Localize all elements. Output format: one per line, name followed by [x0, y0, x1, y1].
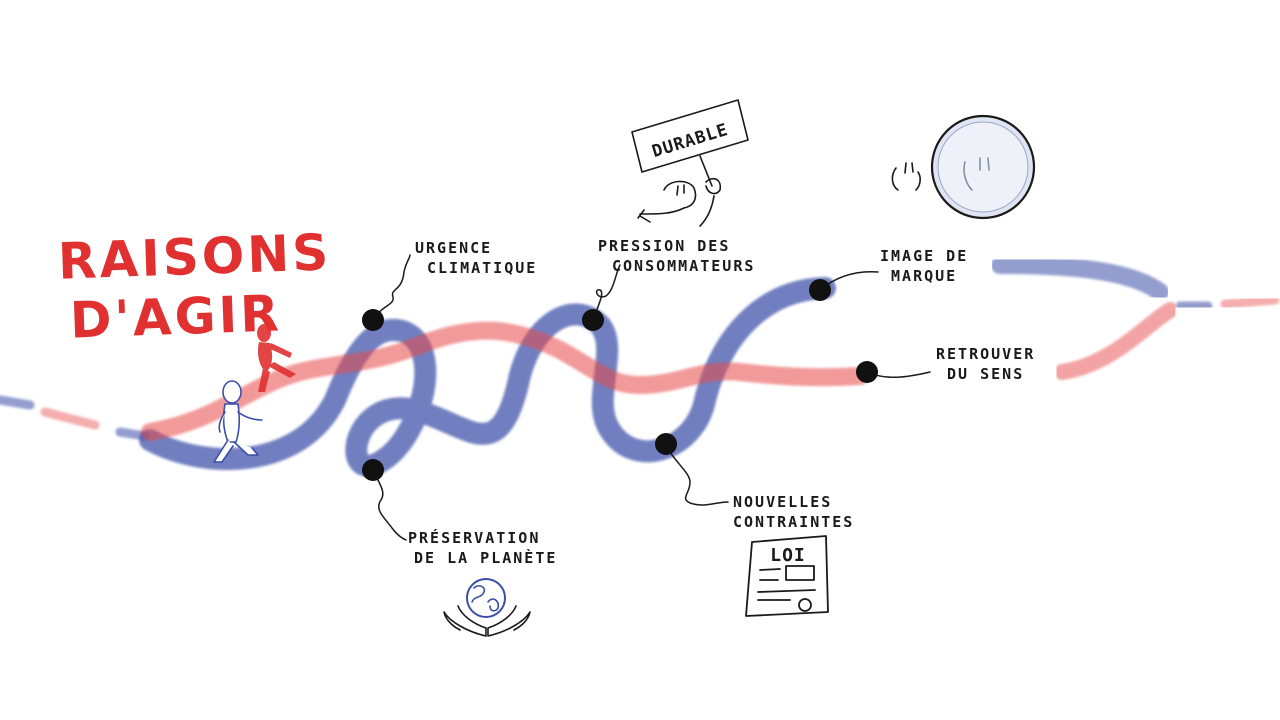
connector-urgence	[372, 254, 411, 321]
law-document-icon	[745, 535, 829, 617]
globe-hands-icon	[443, 578, 531, 637]
node-contraintes[interactable]	[655, 433, 677, 455]
label-sens-line1: RETROUVER	[936, 345, 1036, 363]
connector-contraintes	[665, 443, 729, 506]
label-pression: PRESSION DES CONSOMMATEURS	[598, 236, 755, 276]
label-preservation: PRÉSERVATION DE LA PLANÈTE	[408, 528, 557, 568]
label-urgence: URGENCE CLIMATIQUE	[415, 238, 537, 278]
dashed-path-start	[0, 395, 150, 441]
node-sens[interactable]	[856, 361, 878, 383]
mirror-icon	[891, 114, 1036, 220]
walking-person-icon	[213, 380, 263, 463]
red-ribbon-path	[141, 321, 869, 441]
label-image-line2: MARQUE	[891, 267, 958, 285]
red-ribbon-end	[1054, 302, 1178, 380]
label-pression-line1: PRESSION DES	[598, 237, 731, 255]
label-pression-line2: CONSOMMATEURS	[612, 257, 756, 275]
connector-pression	[592, 264, 621, 321]
node-urgence[interactable]	[362, 309, 384, 331]
law-text: LOI	[770, 545, 806, 566]
label-image: IMAGE DE MARQUE	[880, 246, 968, 286]
title-line1: RAISONS	[57, 223, 333, 291]
dashed-path-end	[1175, 295, 1280, 311]
label-sens-line2: DU SENS	[947, 365, 1025, 383]
label-preservation-line2: DE LA PLANÈTE	[414, 549, 558, 567]
connector-preservation	[372, 469, 407, 541]
blue-ribbon-end	[991, 256, 1169, 301]
node-image[interactable]	[809, 279, 831, 301]
protester-sign-icon	[631, 99, 749, 227]
running-person-icon	[257, 324, 296, 392]
label-contraintes: NOUVELLES CONTRAINTES	[733, 492, 854, 532]
label-image-line1: IMAGE DE	[880, 247, 969, 265]
label-urgence-line1: URGENCE	[415, 239, 493, 257]
label-contraintes-line1: NOUVELLES	[733, 493, 833, 511]
label-sens: RETROUVER DU SENS	[936, 344, 1035, 384]
title-line2: D'AGIR	[69, 284, 283, 350]
node-preservation[interactable]	[362, 459, 384, 481]
node-pression[interactable]	[582, 309, 604, 331]
label-urgence-line2: CLIMATIQUE	[427, 259, 538, 277]
label-preservation-line1: PRÉSERVATION	[408, 529, 541, 547]
label-contraintes-line2: CONTRAINTES	[733, 513, 855, 531]
